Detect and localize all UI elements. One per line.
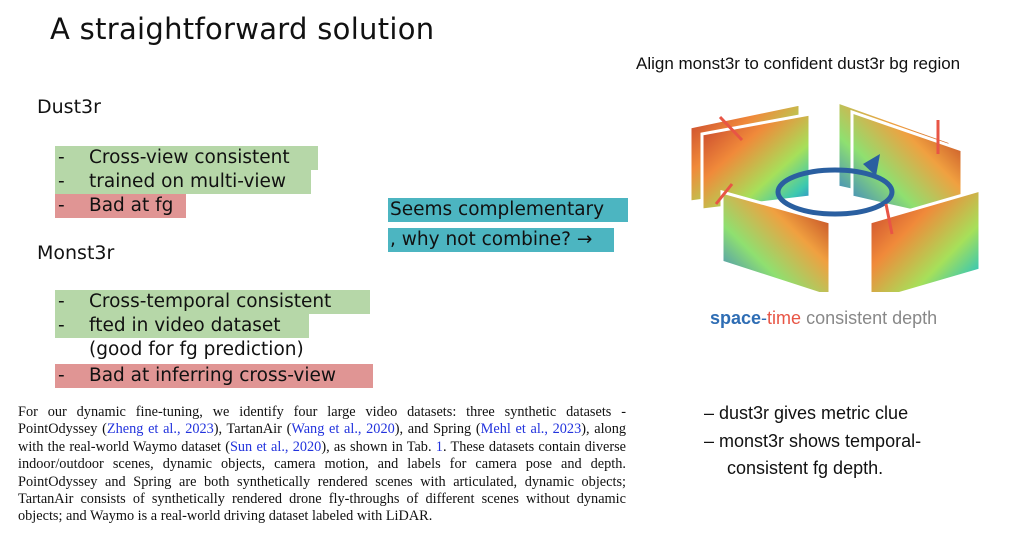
label-rest: consistent depth (801, 308, 938, 328)
note-1: – dust3r gives metric clue (704, 403, 909, 423)
paper-excerpt: For our dynamic fine-tuning, we identify… (18, 404, 626, 525)
dust3r-heading: Dust3r (37, 96, 101, 118)
figure-caption: Align monst3r to confident dust3r bg reg… (636, 54, 961, 73)
label-dash: - (761, 308, 768, 328)
dust3r-item: - trained on multi-view (55, 170, 311, 194)
monst3r-item: - Cross-temporal consistent (55, 290, 370, 314)
depth-panel-bottom-left (720, 190, 832, 300)
item-text: trained on multi-view (89, 171, 287, 192)
dash (55, 338, 89, 362)
note-2: – monst3r shows temporal- (704, 431, 922, 451)
callout-line-2: , why not combine? → (388, 228, 614, 252)
monst3r-heading: Monst3r (37, 242, 115, 264)
scale-arrow-icons (714, 115, 940, 235)
dash: - (58, 291, 65, 312)
figure-label: space-time consistent depth (710, 308, 937, 329)
monst3r-item: - fted in video dataset (55, 314, 309, 338)
monst3r-item: (good for fg prediction) (55, 338, 304, 362)
slide-title: A straightforward solution (50, 12, 435, 46)
item-text: Cross-temporal consistent (89, 291, 332, 312)
label-time: time (767, 308, 802, 328)
table-ref-link[interactable]: 1 (435, 438, 443, 455)
citation-link[interactable]: Mehl et al., 2023 (480, 421, 582, 438)
citation-link[interactable]: Zheng et al., 2023 (106, 421, 214, 438)
citation-link[interactable]: Sun et al., 2020 (229, 438, 322, 455)
trajectory-icon (775, 167, 895, 217)
depth-panel-bottom-right (868, 188, 982, 304)
dash: - (58, 171, 65, 192)
dash: - (58, 365, 65, 386)
monst3r-item: - Bad at inferring cross-view (55, 364, 373, 388)
dash: - (58, 147, 65, 168)
note-2-cont: consistent fg depth. (727, 458, 884, 478)
item-text: Bad at fg (89, 195, 174, 216)
label-space: space (710, 308, 762, 328)
citation-link[interactable]: Wang et al., 2020 (291, 421, 395, 438)
camera-icon (863, 154, 880, 176)
dust3r-item: - Bad at fg (55, 194, 186, 218)
space-time-depth-figure (680, 92, 990, 304)
item-text: Cross-view consistent (89, 147, 290, 168)
callout-line-1: Seems complementary (388, 198, 628, 222)
dust3r-item: - Cross-view consistent (55, 146, 318, 170)
item-text: fted in video dataset (89, 315, 281, 336)
item-text: (good for fg prediction) (89, 339, 304, 360)
dash: - (58, 315, 65, 336)
dash: - (58, 195, 65, 216)
depth-panel-top-left (688, 102, 812, 212)
item-text: Bad at inferring cross-view (89, 365, 337, 386)
